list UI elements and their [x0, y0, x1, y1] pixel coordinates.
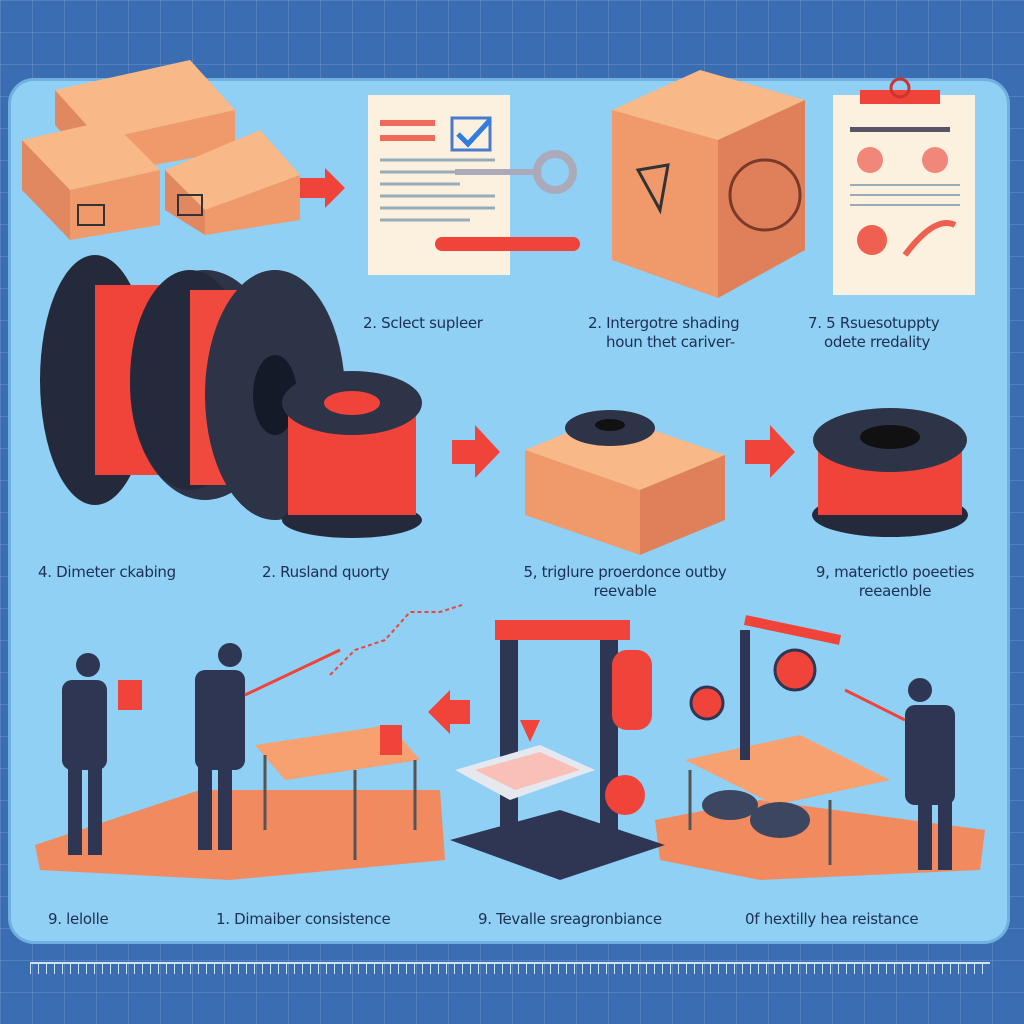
- step-label-select-supplier: 2. Sclect supleer: [363, 314, 483, 332]
- step-label-label: 9. lelolle: [48, 910, 109, 928]
- label-line: 5, triglure proerdonce outby: [523, 563, 727, 581]
- label-line: odete rredality: [824, 333, 931, 351]
- certified-box: [612, 70, 805, 298]
- testing-station: [685, 615, 890, 865]
- step-label-tensile-strength: 9. Tevalle sreagronbiance: [478, 910, 662, 928]
- step-label-supply-quality: 7. 5 Rsuesotuppty odete rredality: [808, 314, 940, 352]
- step-label-performance: 5, triglure proerdonce outby reevable: [505, 563, 745, 601]
- worker-figure: [195, 643, 341, 850]
- step-label-diameter-consistence: 1. Dimaiber consistence: [216, 910, 391, 928]
- step-label-diameter: 4. Dimeter ckabing: [38, 563, 176, 581]
- worker-figure: [844, 678, 955, 870]
- arrow-icon: [300, 168, 345, 208]
- 3d-printer: [450, 620, 665, 880]
- label-line: 7. 5 Rsuesotuppty: [808, 314, 940, 332]
- supplier-document: [368, 95, 580, 275]
- arrow-icon: [452, 425, 500, 478]
- label-line: houn thet cariver-: [606, 333, 735, 351]
- box-with-spool: [525, 410, 725, 555]
- small-spool: [282, 371, 422, 538]
- label-line: 2. Intergotre shading: [588, 314, 740, 332]
- arrow-icon: [428, 690, 470, 734]
- finished-spool: [812, 408, 968, 537]
- step-label-quality: 2. Rusland quorty: [262, 563, 390, 581]
- work-table: [255, 725, 420, 860]
- report-clipboard: [833, 77, 975, 295]
- stacked-boxes: [22, 60, 300, 240]
- label-line: reeaenble: [858, 582, 932, 600]
- trend-line: [329, 604, 463, 676]
- platform: [35, 790, 445, 880]
- step-label-material-properties: 9, materictlo poeeties reeaenble: [795, 563, 995, 601]
- arrow-icon: [745, 425, 795, 478]
- label-line: 9, materictlo poeeties: [815, 563, 975, 581]
- worker-figure: [62, 653, 142, 855]
- filament-spools: [40, 255, 345, 520]
- step-label-integrate-shading: 2. Intergotre shading houn thet cariver-: [588, 314, 740, 352]
- ruler: [30, 962, 990, 978]
- platform: [655, 800, 985, 880]
- label-line: reevable: [593, 582, 657, 600]
- step-label-heat-resistance: 0f hextilly hea reistance: [745, 910, 919, 928]
